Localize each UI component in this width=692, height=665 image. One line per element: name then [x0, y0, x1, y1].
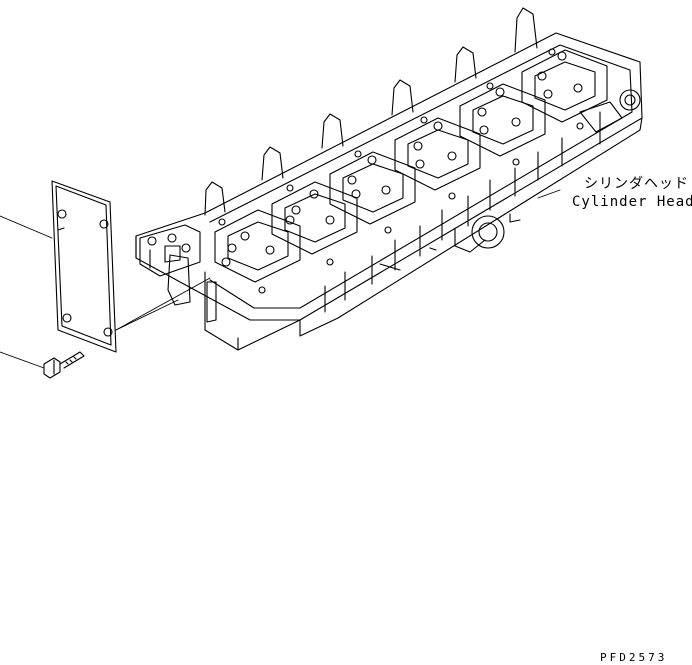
- valve-bays: [204, 7, 608, 294]
- part-label-english: Cylinder Head: [572, 194, 692, 210]
- part-label-japanese: シリンダヘッド: [584, 176, 689, 192]
- bolt: [43, 351, 85, 379]
- drawing-code: PFD2573: [600, 651, 668, 664]
- cylinder-head: [135, 32, 643, 351]
- leader-lines: [0, 189, 561, 369]
- cover-plate: [51, 180, 117, 353]
